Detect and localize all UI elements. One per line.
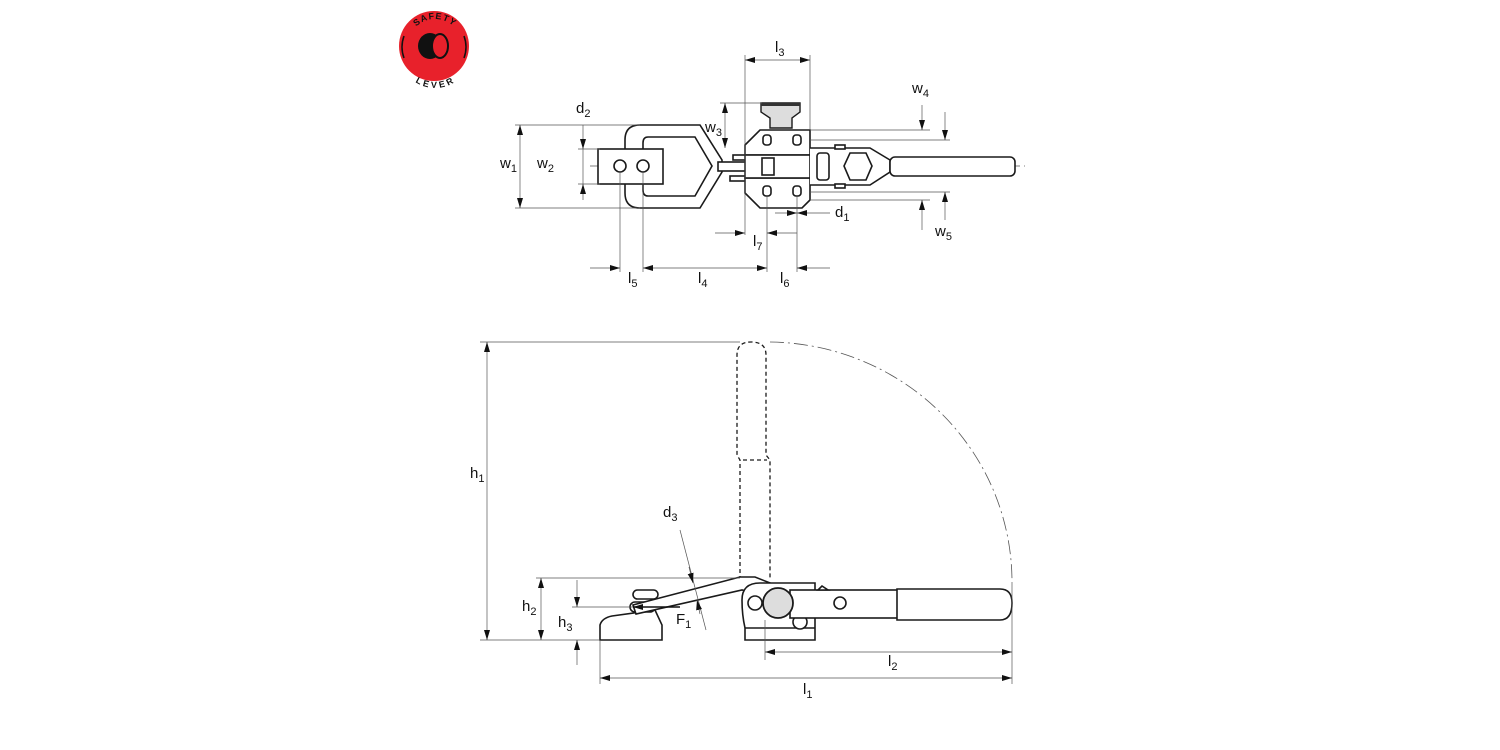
- dim-label-h1: h1: [470, 465, 484, 485]
- svg-text:LEVER: LEVER: [414, 75, 456, 90]
- dim-label-w4: w4: [911, 80, 929, 100]
- dim-label-d1: d1: [835, 204, 849, 224]
- dim-label-d3: d3: [663, 504, 677, 524]
- dim-label-w5: w5: [934, 223, 952, 243]
- dim-label-l4: l4: [698, 270, 707, 290]
- safety-lever-logo: SAFETY LEVER: [399, 11, 469, 90]
- dim-label-l5: l5: [628, 270, 637, 290]
- top-view: l3 d2 w1 w2 w3 w4 w5 d1 l7 l5 l4 l6: [499, 39, 1025, 290]
- dim-label-l1: l1: [803, 681, 812, 701]
- dim-label-w3: w3: [704, 119, 722, 139]
- dim-label-w2: w2: [536, 155, 554, 175]
- dim-label-l6: l6: [780, 270, 789, 290]
- dim-label-l2: l2: [888, 653, 897, 673]
- dim-label-h3: h3: [558, 614, 572, 634]
- side-view: h1 h2 h3 d3 F1 l2 l1: [470, 341, 1013, 701]
- dim-label-h2: h2: [522, 598, 536, 618]
- dim-label-l7: l7: [753, 233, 762, 253]
- dim-label-d2: d2: [576, 100, 590, 120]
- dim-label-w1: w1: [499, 155, 517, 175]
- dim-label-l3: l3: [775, 39, 784, 59]
- force-label-f1: F1: [676, 611, 691, 631]
